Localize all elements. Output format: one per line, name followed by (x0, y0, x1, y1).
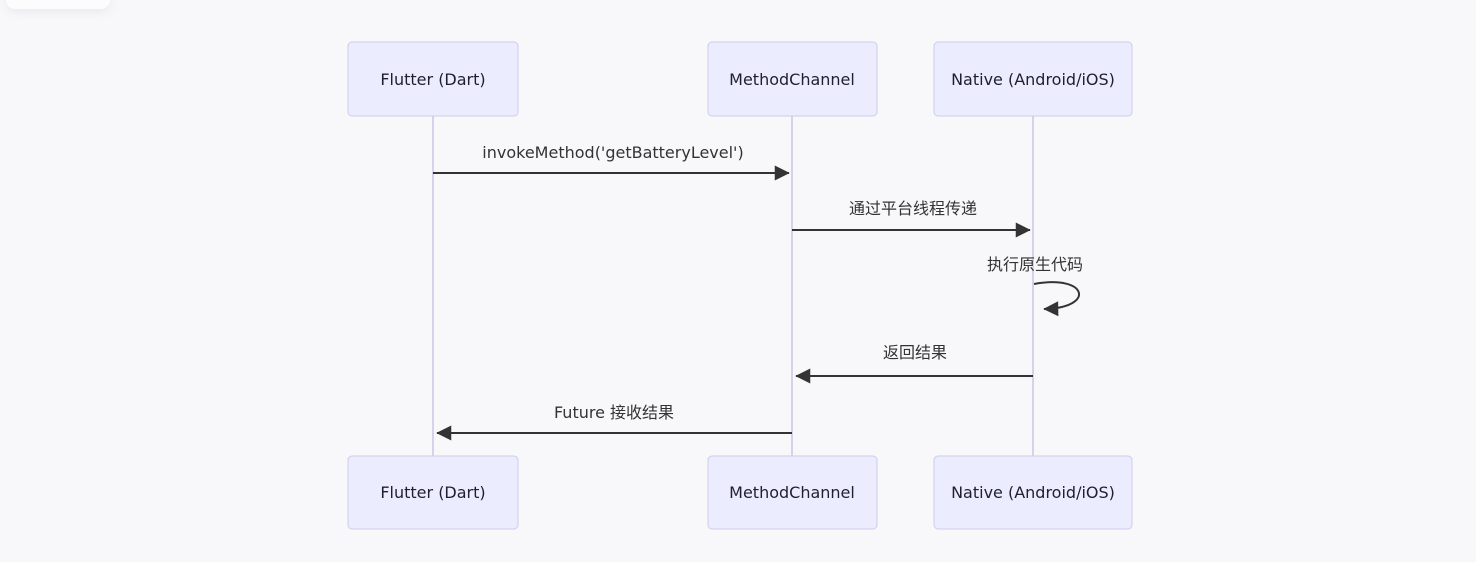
actor-label: Native (Android/iOS) (951, 483, 1115, 502)
actor-label: Flutter (Dart) (380, 70, 485, 89)
message-future-receive: Future 接收结果 (436, 403, 792, 441)
message-platform-thread: 通过平台线程传递 (792, 199, 1031, 238)
corner-widget-remnant (6, 0, 110, 9)
actor-top-methodchannel: MethodChannel (707, 41, 878, 117)
actor-box (933, 41, 1133, 117)
message-execute-native-code: 执行原生代码 (987, 255, 1083, 317)
actor-box (707, 455, 878, 530)
actor-box (933, 455, 1133, 530)
actor-label: MethodChannel (729, 70, 855, 89)
message-label: 返回结果 (883, 343, 947, 362)
message-label: invokeMethod('getBatteryLevel') (482, 143, 743, 162)
message-label: 执行原生代码 (987, 255, 1083, 274)
message-label: 通过平台线程传递 (849, 199, 977, 218)
actor-top-flutter: Flutter (Dart) (347, 41, 519, 117)
lifelines (432, 116, 1034, 456)
message-label: Future 接收结果 (554, 403, 674, 422)
actor-bottom-methodchannel: MethodChannel (707, 455, 878, 530)
actor-top-native: Native (Android/iOS) (933, 41, 1133, 117)
actor-label: Native (Android/iOS) (951, 70, 1115, 89)
actor-label: Flutter (Dart) (380, 483, 485, 502)
self-loop-arrow (1033, 281, 1080, 317)
message-return-result: 返回结果 (795, 343, 1033, 384)
actor-label: MethodChannel (729, 483, 855, 502)
actor-bottom-flutter: Flutter (Dart) (347, 455, 519, 530)
message-invoke-method: invokeMethod('getBatteryLevel') (433, 143, 790, 181)
actor-box (707, 41, 878, 117)
actor-box (347, 455, 519, 530)
actor-bottom-native: Native (Android/iOS) (933, 455, 1133, 530)
actor-box (347, 41, 519, 117)
